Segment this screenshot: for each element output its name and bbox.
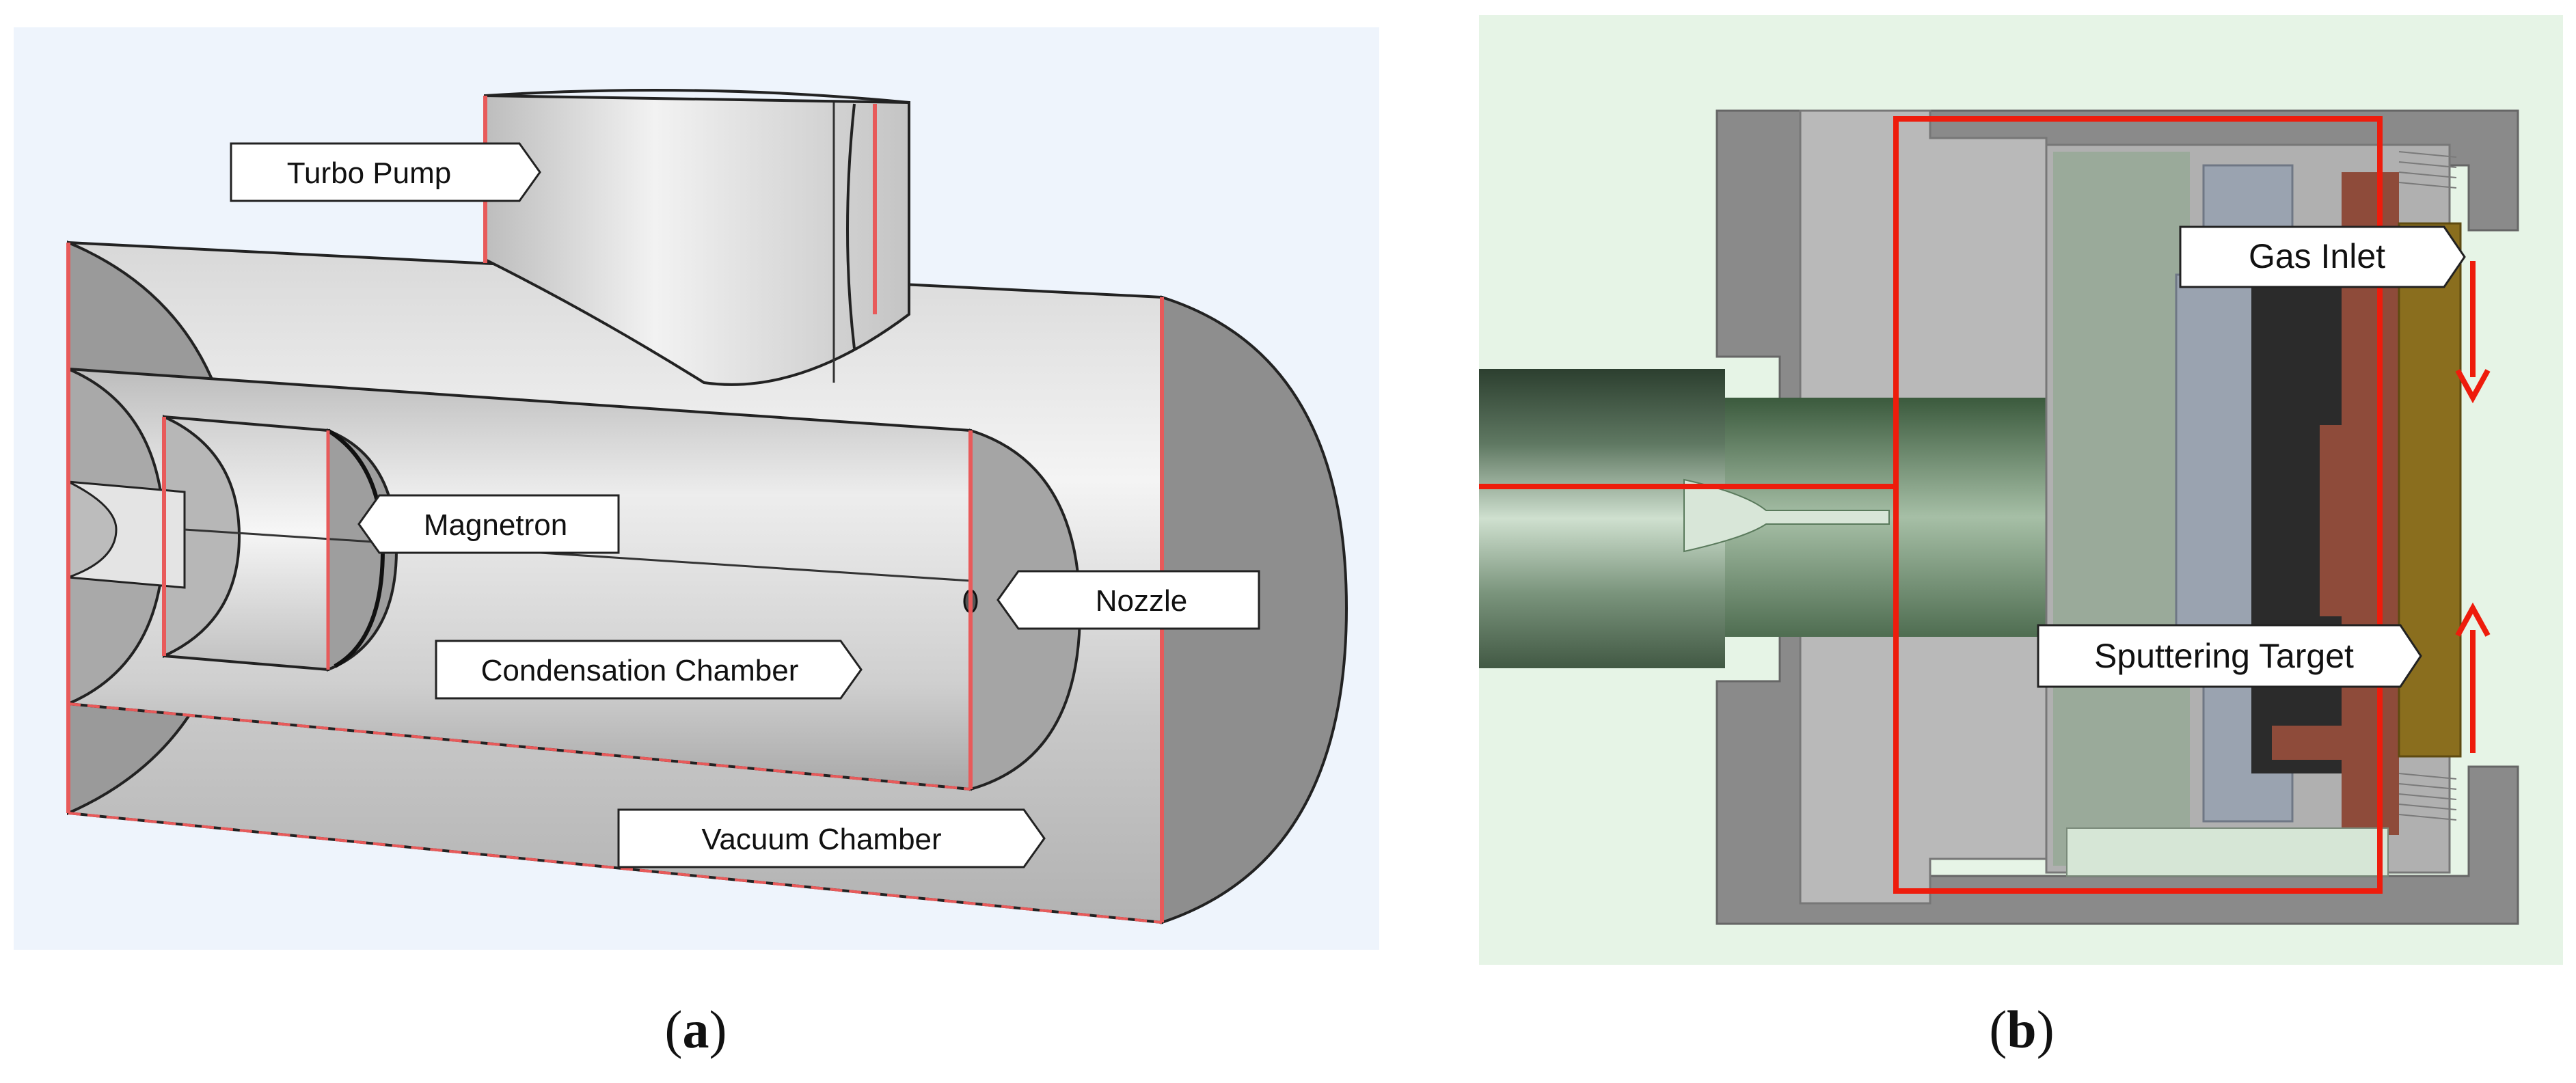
capillary	[1683, 478, 1890, 553]
bottom-pocket	[2066, 827, 2389, 877]
label-sputtering-target: Sputtering Target	[2037, 624, 2422, 688]
flow-arrow-up	[2455, 602, 2491, 753]
label-nozzle-text: Nozzle	[1096, 584, 1188, 618]
label-magnetron: Magnetron	[357, 494, 620, 554]
caption-b-letter: b	[2007, 1000, 2037, 1059]
turbo-pump-cylinder	[484, 94, 910, 386]
inner-bottom-dashed-edge	[68, 702, 971, 791]
label-condensation-chamber-text: Condensation Chamber	[481, 654, 799, 687]
label-magnetron-text: Magnetron	[424, 508, 567, 542]
label-turbo-pump-text: Turbo Pump	[287, 156, 451, 190]
caption-a-letter: a	[682, 1000, 709, 1059]
thread-hatching	[2398, 151, 2457, 821]
turbo-pump-inner-edge	[846, 103, 856, 349]
panel-b-section-view: Gas Inlet Sputtering Target	[1479, 15, 2563, 965]
magnetron-rod-face	[68, 480, 118, 579]
label-vacuum-chamber: Vacuum Chamber	[617, 808, 1046, 868]
label-turbo-pump: Turbo Pump	[230, 142, 541, 202]
magnetron-flange	[163, 414, 241, 659]
label-nozzle: Nozzle	[996, 570, 1260, 630]
panel-a-cad-cutaway: Turbo Pump Magnetron Nozzle Condensation…	[14, 27, 1379, 950]
label-sputtering-target-text: Sputtering Target	[2094, 637, 2354, 675]
interior-block	[2053, 152, 2190, 866]
label-gas-inlet-text: Gas Inlet	[2249, 237, 2385, 275]
outer-bottom-dashed-edge	[68, 812, 1163, 924]
flow-arrow-down	[2455, 261, 2491, 404]
turbo-pump-top-rim	[485, 89, 910, 104]
caption-a: (a)	[664, 1000, 727, 1059]
label-vacuum-chamber-text: Vacuum Chamber	[701, 823, 941, 856]
gas-flow-path	[1479, 116, 2383, 894]
section-drawing: Gas Inlet Sputtering Target	[1479, 15, 2563, 965]
axis-line	[184, 528, 971, 582]
caption-b: (b)	[1989, 1000, 2055, 1059]
label-condensation-chamber: Condensation Chamber	[435, 640, 863, 700]
label-gas-inlet: Gas Inlet	[2179, 225, 2466, 288]
cutaway-drawing: Turbo Pump Magnetron Nozzle Condensation…	[14, 27, 1379, 950]
